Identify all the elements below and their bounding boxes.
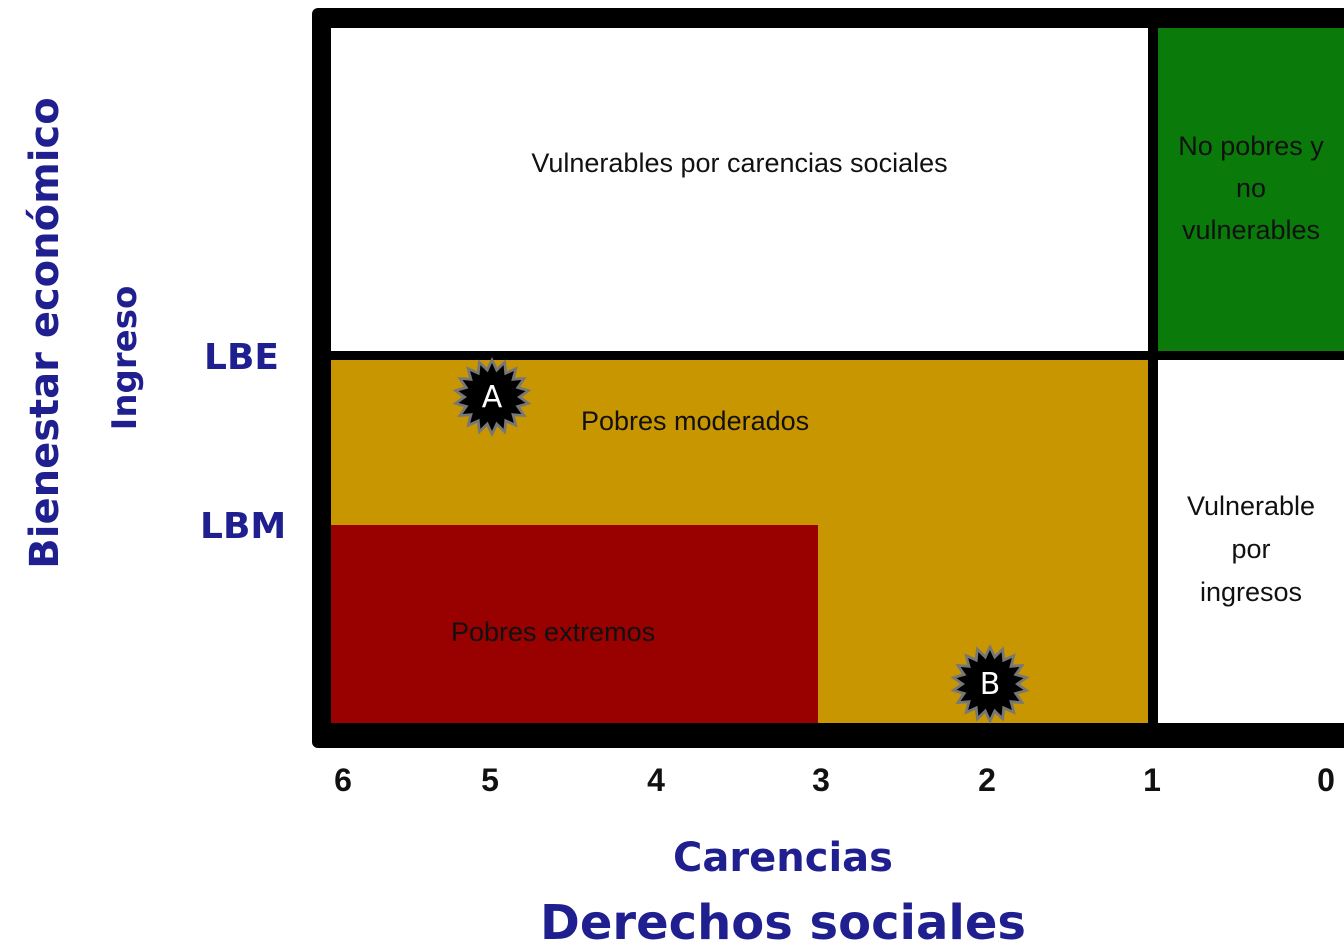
x-axis-label-primary: Carencias (673, 835, 893, 881)
y-axis-label-secondary: Ingreso (105, 285, 145, 431)
x-axis-label-secondary: Derechos sociales (540, 895, 1026, 951)
region-not-poor-line-2: no (1235, 173, 1267, 203)
x-tick-1: 1 (1143, 762, 1161, 798)
region-vulnerable-income-label: Vulnerable por ingresos (1158, 485, 1344, 614)
threshold-label-lbe: LBE (204, 337, 279, 378)
region-vulnerable-income-line-2: por (1231, 534, 1271, 564)
region-vulnerable-social-label: Vulnerables por carencias sociales (531, 148, 948, 178)
region-not-poor-line-3: vulnerables (1181, 215, 1321, 245)
region-extreme-poor: Pobres extremos (331, 525, 818, 723)
region-moderate-poor-label: Pobres moderados (581, 406, 810, 436)
x-tick-5: 5 (481, 762, 499, 798)
region-not-poor: No pobres y no vulnerables (1158, 28, 1344, 351)
x-tick-4: 4 (647, 762, 665, 798)
region-vulnerable-income-line-1: Vulnerable (1186, 491, 1316, 521)
x-tick-6: 6 (334, 762, 352, 798)
x-tick-2: 2 (978, 762, 996, 798)
region-vulnerable-income: Vulnerable por ingresos (1158, 360, 1344, 723)
x-tick-0: 0 (1317, 762, 1335, 798)
marker-a-label: A (481, 379, 503, 415)
region-extreme-poor-label: Pobres extremos (451, 617, 656, 647)
marker-b-label: B (979, 666, 1001, 702)
starburst-icon (452, 357, 532, 437)
region-not-poor-line-1: No pobres y (1178, 131, 1324, 161)
region-not-poor-label: No pobres y no vulnerables (1158, 125, 1344, 251)
marker-a: A (452, 357, 532, 437)
marker-b: B (950, 644, 1030, 724)
region-vulnerable-social: Vulnerables por carencias sociales (331, 28, 1148, 351)
starburst-icon (950, 644, 1030, 724)
threshold-label-lbm: LBM (200, 506, 287, 547)
region-vulnerable-income-line-3: ingresos (1199, 577, 1303, 607)
x-tick-3: 3 (812, 762, 830, 798)
y-axis-label-primary: Bienestar económico (22, 97, 68, 569)
